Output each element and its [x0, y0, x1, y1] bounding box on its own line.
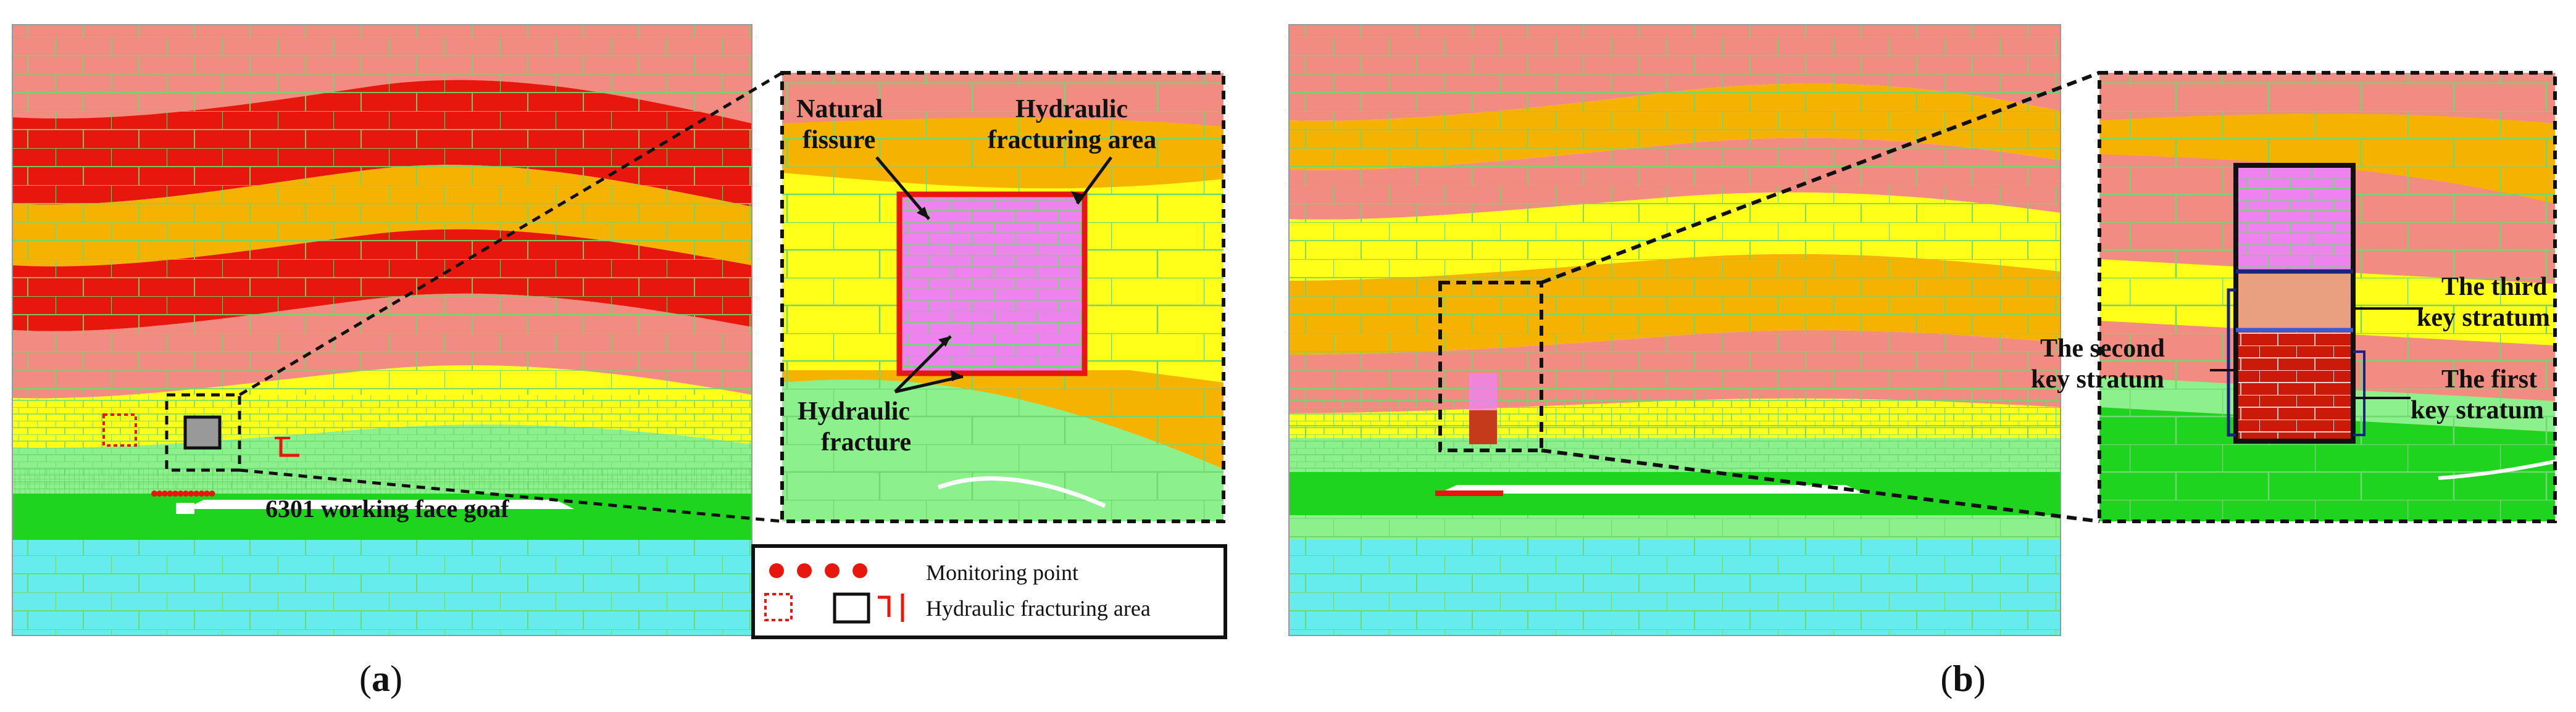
zoom-line-a-top [238, 71, 783, 397]
legend-dot [797, 563, 812, 578]
goaf-gap [185, 500, 574, 509]
label-first-key-2: key stratum [2411, 396, 2544, 424]
hydraulic-area-box [896, 191, 1088, 376]
red-strip-b [1435, 491, 1503, 496]
model-a [12, 25, 752, 635]
monitoring-point [204, 491, 210, 497]
mid-zone-b [2236, 271, 2353, 330]
label-third-key-2: key stratum [2417, 304, 2550, 332]
zoom-line-b-bottom [1541, 449, 2100, 523]
monitoring-point [167, 491, 173, 497]
label-second-key-2: key stratum [2031, 365, 2164, 394]
model-b-border [1288, 24, 2061, 636]
caption-b: (b) [1940, 658, 1985, 699]
arrow-natural [875, 156, 930, 220]
label-second-key-1: The second [2040, 334, 2165, 363]
legend-monitoring-dots [769, 563, 867, 578]
monitoring-point [183, 491, 189, 497]
label-natural-1: Natural [796, 95, 883, 123]
model-a-border [12, 24, 752, 636]
legend-dot [769, 563, 784, 578]
key-stratum-outline [2227, 288, 2236, 437]
zoom-box-b [1438, 281, 1543, 452]
zoom-line-b-top [1540, 71, 2101, 284]
inset-b-border [2098, 71, 2557, 523]
zoom-box-a [165, 393, 241, 472]
label-hydraulic-fracture-2: fracture [821, 428, 911, 457]
monitoring-point [177, 491, 184, 497]
legend-area-label: Hydraulic fracturing area [926, 596, 1151, 621]
monitoring-points-a [151, 491, 215, 497]
monitoring-point [209, 491, 215, 497]
legend-box [751, 544, 1227, 639]
caption-a: (a) [359, 658, 402, 699]
label-hydraulic-area-1: Hydraulic [1015, 95, 1128, 123]
arrow-fracture-1 [894, 335, 952, 393]
legend-solid-square [833, 592, 870, 624]
legend-dot [825, 563, 840, 578]
arrow-hyd-area [1075, 156, 1113, 205]
fracturing-area-bracket-a [279, 438, 299, 457]
fracturing-area-dotted-a [102, 413, 137, 447]
label-natural-2: fissure [802, 126, 875, 154]
goaf-label: 6301 working face goaf [265, 495, 509, 523]
monitoring-point [156, 491, 163, 497]
label-first-key-1: The first [2441, 365, 2537, 394]
label-third-key-1: The third [2441, 273, 2548, 301]
monitoring-point [188, 491, 194, 497]
model-b [1289, 25, 2061, 635]
legend-monitoring-label: Monitoring point [926, 560, 1078, 585]
zoom-line-a-bottom [239, 468, 783, 523]
monitoring-point [162, 491, 168, 497]
inset-b [2099, 73, 2555, 521]
monitoring-point [193, 491, 199, 497]
legend-bracket [878, 594, 904, 622]
label-hydraulic-fracture-1: Hydraulic [798, 397, 910, 426]
inset-a [782, 73, 1223, 521]
monitoring-point [172, 491, 178, 497]
monitoring-point [151, 491, 157, 497]
legend-dot [852, 563, 867, 578]
legend-dotted-square [764, 593, 793, 621]
inset-a-border [780, 71, 1225, 523]
monitoring-point [198, 491, 205, 497]
label-hydraulic-area-2: fracturing area [988, 126, 1156, 154]
fracturing-area-solid-a [183, 415, 222, 450]
